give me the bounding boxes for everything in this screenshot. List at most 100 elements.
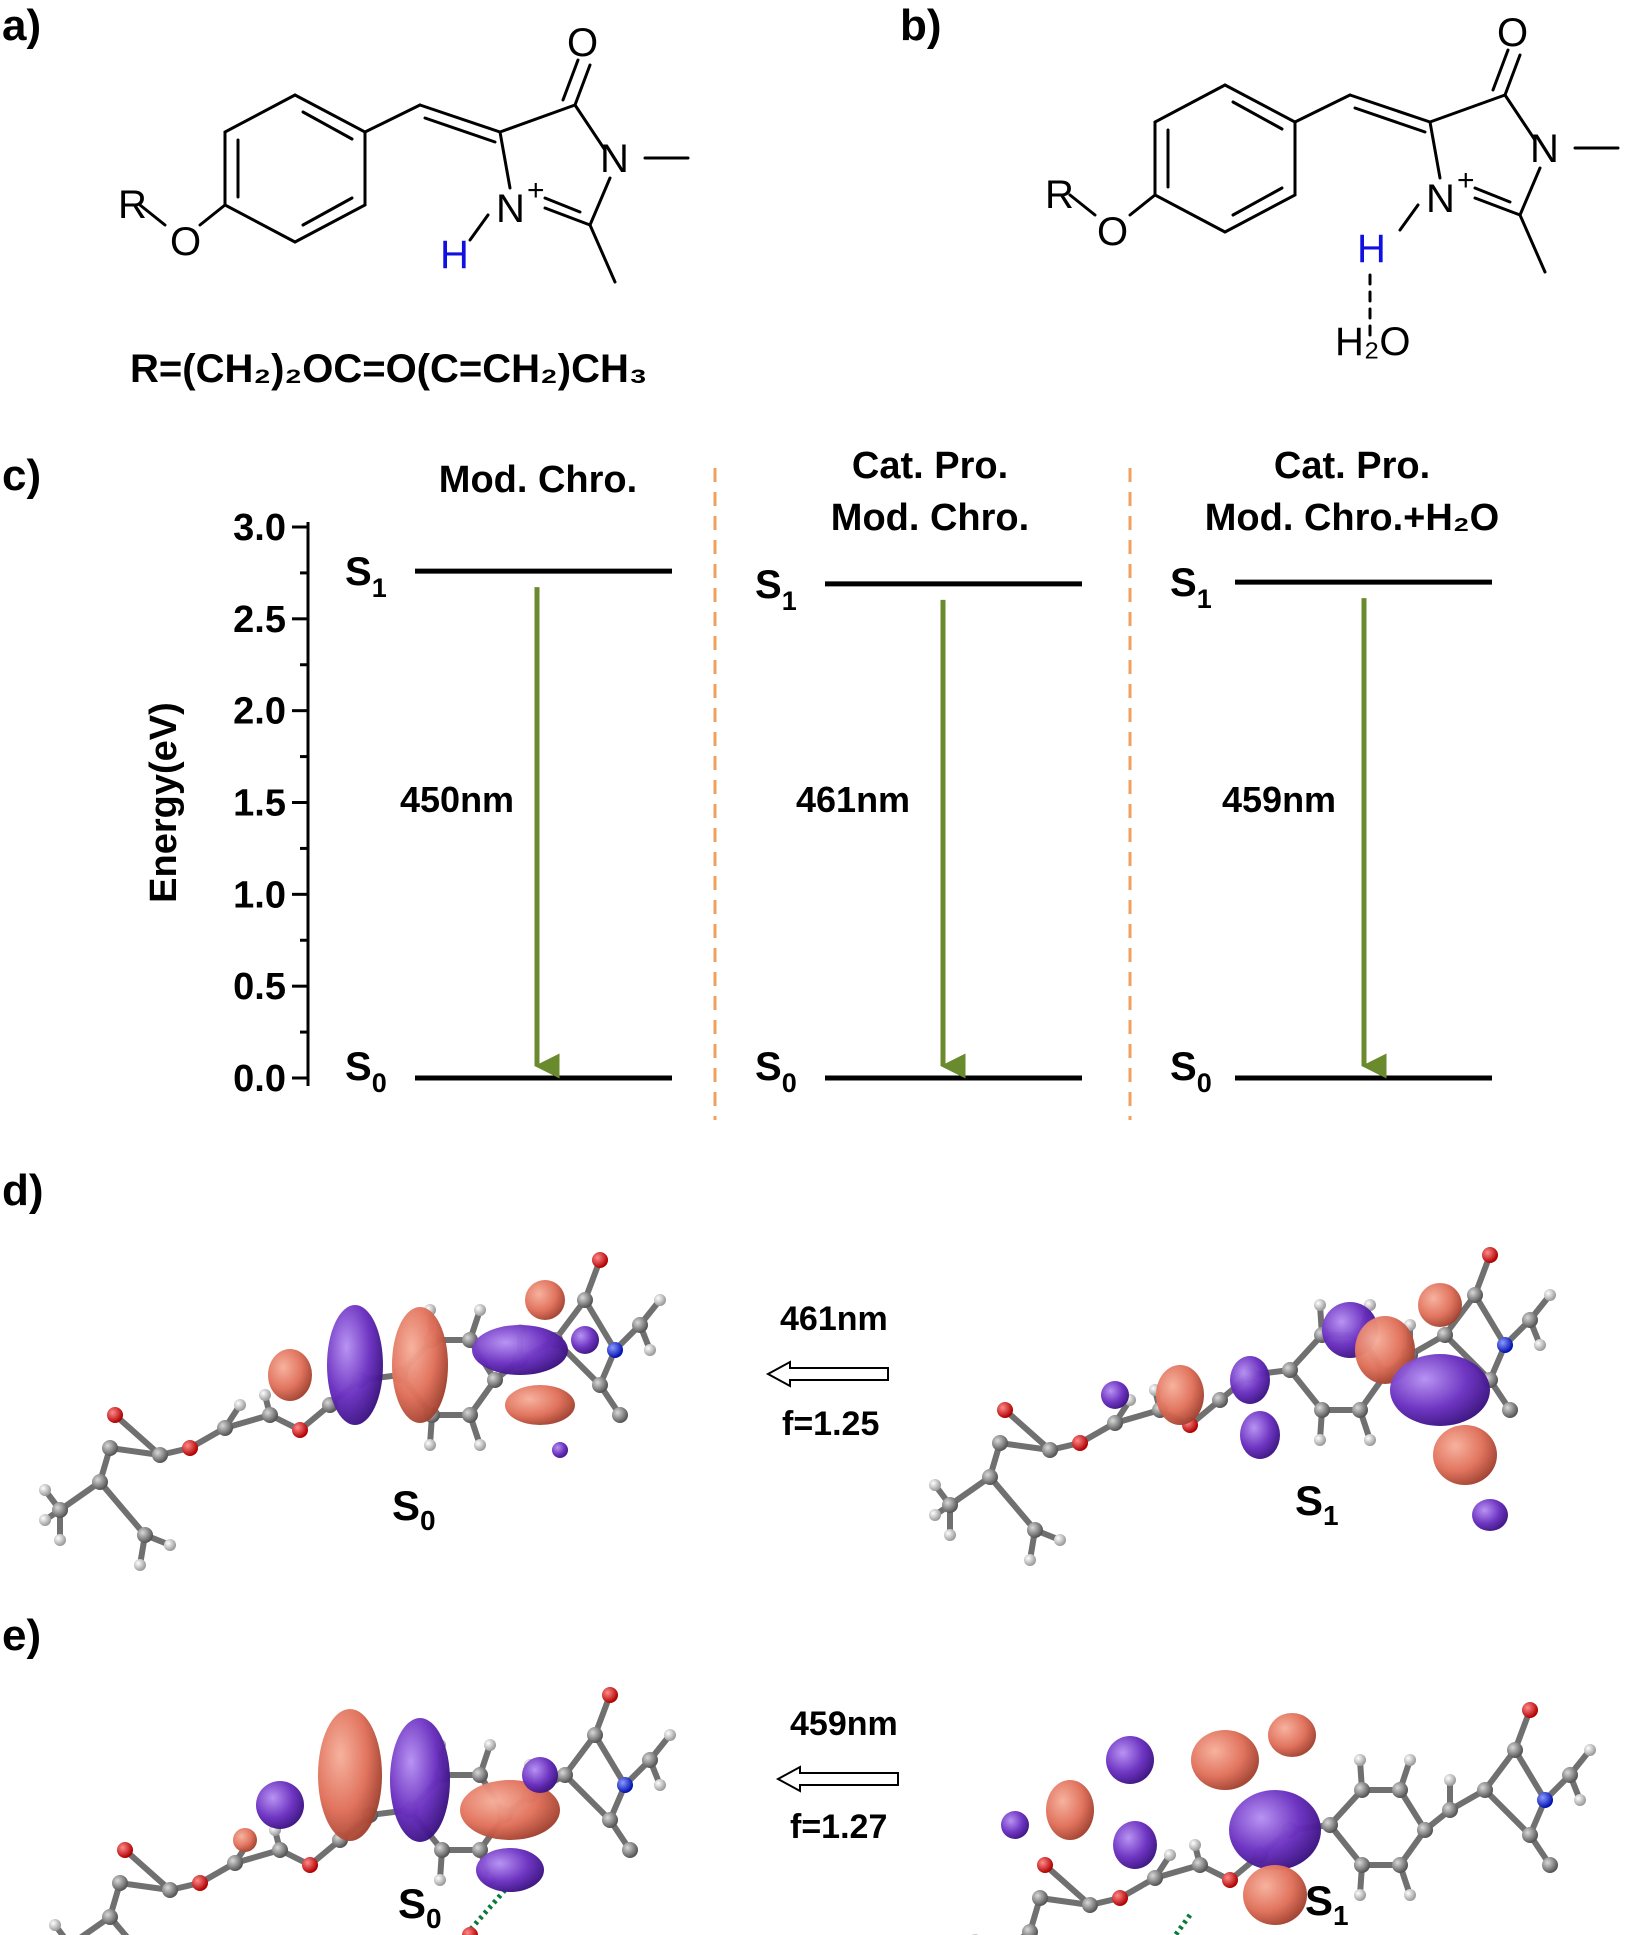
- hydrogen-atom: [1534, 1339, 1546, 1351]
- oxygen-atom: [602, 1687, 618, 1703]
- panel-label-d: d): [2, 1166, 44, 1215]
- hydrogen-atom: [1364, 1434, 1376, 1446]
- bond: [1042, 1862, 1093, 1908]
- bond: [122, 1847, 173, 1893]
- level-label-s0: S0: [345, 1045, 387, 1098]
- carbon-atom: [1522, 1312, 1538, 1328]
- carbon-atom: [557, 1767, 573, 1783]
- bond: [1287, 1367, 1325, 1413]
- oxygen-atom: [192, 1875, 208, 1891]
- carbon-atom: [487, 1372, 503, 1388]
- state-label-s1: S1: [1305, 1877, 1349, 1931]
- orbital-lobe-positive: [1433, 1425, 1497, 1485]
- bond: [1482, 1787, 1533, 1838]
- orbital-lobe-negative: [552, 1442, 568, 1458]
- hydrogen-atom: [164, 1539, 176, 1551]
- hydrogen-atom: H: [440, 233, 469, 277]
- panel-label-c: c): [2, 451, 41, 500]
- bond: [79, 1914, 113, 1935]
- oscillator-strength: f=1.27: [790, 1808, 887, 1846]
- bond: [1002, 1407, 1053, 1453]
- carbon-atom: [102, 1909, 118, 1925]
- positive-charge: +: [527, 174, 545, 207]
- carbon-atom: [462, 1407, 478, 1423]
- bond: [117, 1880, 173, 1893]
- r-group-formula: R=(CH₂)₂OC=O(C=CH₂)CH₃: [130, 347, 647, 391]
- bond: [107, 1445, 163, 1458]
- left-arrow-icon: [765, 1360, 889, 1388]
- orbital-plot-e-s1: [971, 1702, 1596, 1935]
- level-label-s0: S0: [755, 1045, 797, 1098]
- hydrogen-atom: [929, 1509, 941, 1521]
- orbital-lobe-negative: [256, 1781, 304, 1829]
- hydrogen-atom: [484, 1739, 496, 1751]
- carbon-atom: [1192, 1857, 1208, 1873]
- state-label-s1: S1: [1295, 1477, 1339, 1531]
- oxygen-atom: [1482, 1247, 1498, 1263]
- carbon-atom: [112, 1875, 128, 1891]
- y-axis-label: Energy(eV): [143, 702, 185, 903]
- carbon-atom: [1032, 1890, 1048, 1906]
- carbon-atom: [1042, 1442, 1058, 1458]
- carbon-atom: [217, 1420, 233, 1436]
- hydrogen-atom: [434, 1874, 446, 1886]
- orbital-lobe-positive: [1191, 1730, 1259, 1790]
- orbital-lobe-positive: [1268, 1713, 1316, 1757]
- bond: [997, 1440, 1053, 1453]
- orbital-lobe-negative: [1113, 1821, 1157, 1869]
- wavelength-label: 461nm: [780, 1300, 888, 1338]
- orbital-lobe-positive: [505, 1385, 575, 1425]
- orbital-lobe-positive: [1243, 1865, 1307, 1925]
- cationic-nitrogen: N: [1426, 177, 1455, 221]
- bond: [1512, 1747, 1548, 1803]
- bond: [97, 1479, 148, 1538]
- bond: [582, 1297, 618, 1353]
- carbon-atom: [1082, 1897, 1098, 1913]
- r-atom: R: [118, 183, 147, 227]
- bond: [112, 1412, 163, 1458]
- orbital-lobe-positive: [233, 1828, 257, 1852]
- oxygen-atom: [1222, 1872, 1238, 1888]
- carbon-atom: [942, 1497, 958, 1513]
- carbon-atom: [982, 1469, 998, 1485]
- orbital-lobe-negative: [1240, 1411, 1280, 1459]
- oxygen-atom: [592, 1252, 608, 1268]
- orbital-lobe-positive: [268, 1349, 312, 1401]
- transition-e: 459nm f=1.27 S0 S1: [398, 1705, 1349, 1934]
- hydrogen-atom: [1544, 1289, 1556, 1301]
- carbon-atom: [1437, 1327, 1453, 1343]
- bond: [947, 1474, 993, 1508]
- carbon-atom: [992, 1435, 1008, 1451]
- oxygen-atom: O: [170, 220, 201, 264]
- hydrogen-atom: [39, 1484, 51, 1496]
- carbon-atom: [1022, 1924, 1038, 1935]
- carbon-atom: [1352, 1402, 1368, 1418]
- orbital-lobe-positive: [1156, 1365, 1204, 1425]
- level-label-s1: S1: [1170, 561, 1212, 614]
- panel-label-b: b): [900, 1, 942, 50]
- hydrogen-atom: [1354, 1754, 1366, 1766]
- structure-a-labels: R O O N N + H R=(CH₂)₂OC=O(C=CH₂)CH₃: [118, 21, 647, 391]
- hydrogen-atom: [1404, 1754, 1416, 1766]
- bond: [1482, 1747, 1518, 1793]
- carbon-atom: [632, 1317, 648, 1333]
- orbital-lobe-negative: [1230, 1356, 1270, 1404]
- orbital-lobe-positive: [1355, 1316, 1415, 1384]
- transition-label: 450nm: [400, 779, 514, 820]
- orbital-lobe-positive: [525, 1280, 565, 1320]
- orbital-lobe-positive: [318, 1709, 382, 1841]
- oxygen-atom: [1112, 1890, 1128, 1906]
- r-atom: R: [1045, 173, 1074, 217]
- hydrogen-atom: [424, 1439, 436, 1451]
- left-arrow-icon: [775, 1765, 899, 1793]
- bond: [562, 1732, 598, 1778]
- hydrogen-atom: [1024, 1554, 1036, 1566]
- carbon-atom: [577, 1292, 593, 1308]
- structure-b: [1068, 48, 1620, 337]
- hydrogen-atom: [644, 1344, 656, 1356]
- orbital-lobe-negative: [1106, 1736, 1154, 1784]
- orbital-plot-d-s1: [929, 1247, 1556, 1566]
- hydrogen-atom: [474, 1439, 486, 1451]
- hydrogen-atom: [654, 1294, 666, 1306]
- carbon-atom: [622, 1842, 638, 1858]
